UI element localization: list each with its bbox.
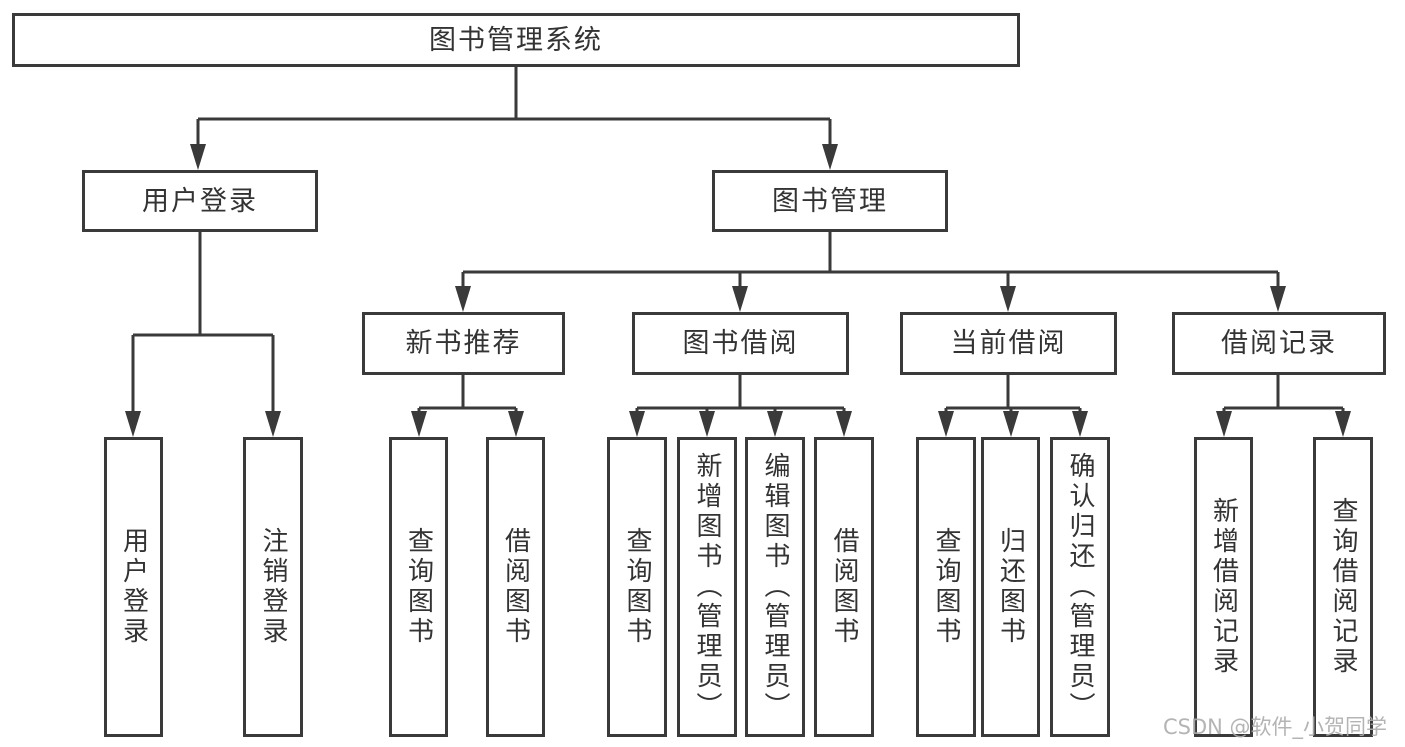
leaf-query-book-borrow: 查询图书 (607, 437, 667, 737)
leaf-logout: 注销登录 (243, 437, 303, 737)
arrowhead (1072, 411, 1088, 437)
node-root-label: 图书管理系统 (429, 24, 603, 56)
leaf-add-borrow-record: 新增借阅记录 (1194, 437, 1253, 737)
leaf-query-book-current-label: 查询图书 (931, 527, 961, 647)
leaf-query-borrow-record: 查询借阅记录 (1313, 437, 1373, 737)
node-root: 图书管理系统 (12, 13, 1020, 67)
node-book-borrow-label: 图书借阅 (682, 328, 799, 359)
node-borrow-record-label: 借阅记录 (1221, 328, 1337, 359)
leaf-return-book-label: 归还图书 (995, 527, 1026, 647)
arrowhead (1003, 411, 1019, 437)
node-current-borrow: 当前借阅 (900, 312, 1117, 375)
leaf-user-login-label: 用户登录 (118, 527, 149, 647)
node-user-login-label: 用户登录 (142, 185, 258, 217)
node-book-management-label: 图书管理 (772, 185, 888, 217)
leaf-borrow-book-recommend-label: 借阅图书 (500, 527, 531, 647)
leaf-borrow-book-borrow: 借阅图书 (814, 437, 874, 737)
arrowhead (767, 411, 783, 437)
arrowhead (1216, 411, 1232, 437)
arrowhead (938, 411, 954, 437)
arrowhead (1000, 286, 1016, 312)
arrowhead (732, 286, 748, 312)
arrowhead (455, 286, 471, 312)
arrowhead (836, 411, 852, 437)
node-current-borrow-label: 当前借阅 (950, 328, 1067, 359)
leaf-confirm-return-admin: 确认归还（管理员） (1050, 437, 1110, 737)
arrowhead (699, 411, 715, 437)
node-book-borrow: 图书借阅 (632, 312, 849, 375)
leaf-query-book-recommend-label: 查询图书 (403, 527, 434, 647)
node-user-login: 用户登录 (82, 170, 318, 232)
leaf-borrow-book-borrow-label: 借阅图书 (829, 527, 859, 647)
leaf-borrow-book-recommend: 借阅图书 (486, 437, 545, 737)
leaf-logout-label: 注销登录 (258, 527, 288, 647)
arrowhead (1335, 411, 1351, 437)
leaf-add-borrow-record-label: 新增借阅记录 (1208, 497, 1239, 677)
arrowhead (190, 144, 206, 170)
leaf-add-book-admin: 新增图书（管理员） (677, 437, 737, 737)
leaf-user-login: 用户登录 (104, 437, 163, 737)
arrowhead (508, 411, 524, 437)
leaf-confirm-return-admin-label: 确认归还（管理员） (1065, 452, 1095, 722)
arrowhead (411, 411, 427, 437)
leaf-add-book-admin-label: 新增图书（管理员） (692, 452, 722, 722)
leaf-query-book-current: 查询图书 (916, 437, 976, 737)
arrowhead (265, 411, 281, 437)
watermark: CSDN @软件_小贺同学 (1163, 715, 1388, 739)
leaf-edit-book-admin: 编辑图书（管理员） (745, 437, 805, 737)
leaf-query-book-recommend: 查询图书 (389, 437, 448, 737)
node-new-book-recommend: 新书推荐 (362, 312, 565, 375)
leaf-return-book: 归还图书 (981, 437, 1040, 737)
leaf-query-borrow-record-label: 查询借阅记录 (1328, 497, 1358, 677)
node-borrow-record: 借阅记录 (1172, 312, 1386, 375)
arrowhead (125, 411, 141, 437)
leaf-edit-book-admin-label: 编辑图书（管理员） (760, 452, 790, 722)
arrowhead (1270, 286, 1286, 312)
arrowhead (822, 144, 838, 170)
node-new-book-recommend-label: 新书推荐 (405, 328, 522, 359)
node-book-management: 图书管理 (712, 170, 948, 232)
arrowhead (629, 411, 645, 437)
leaf-query-book-borrow-label: 查询图书 (622, 527, 652, 647)
